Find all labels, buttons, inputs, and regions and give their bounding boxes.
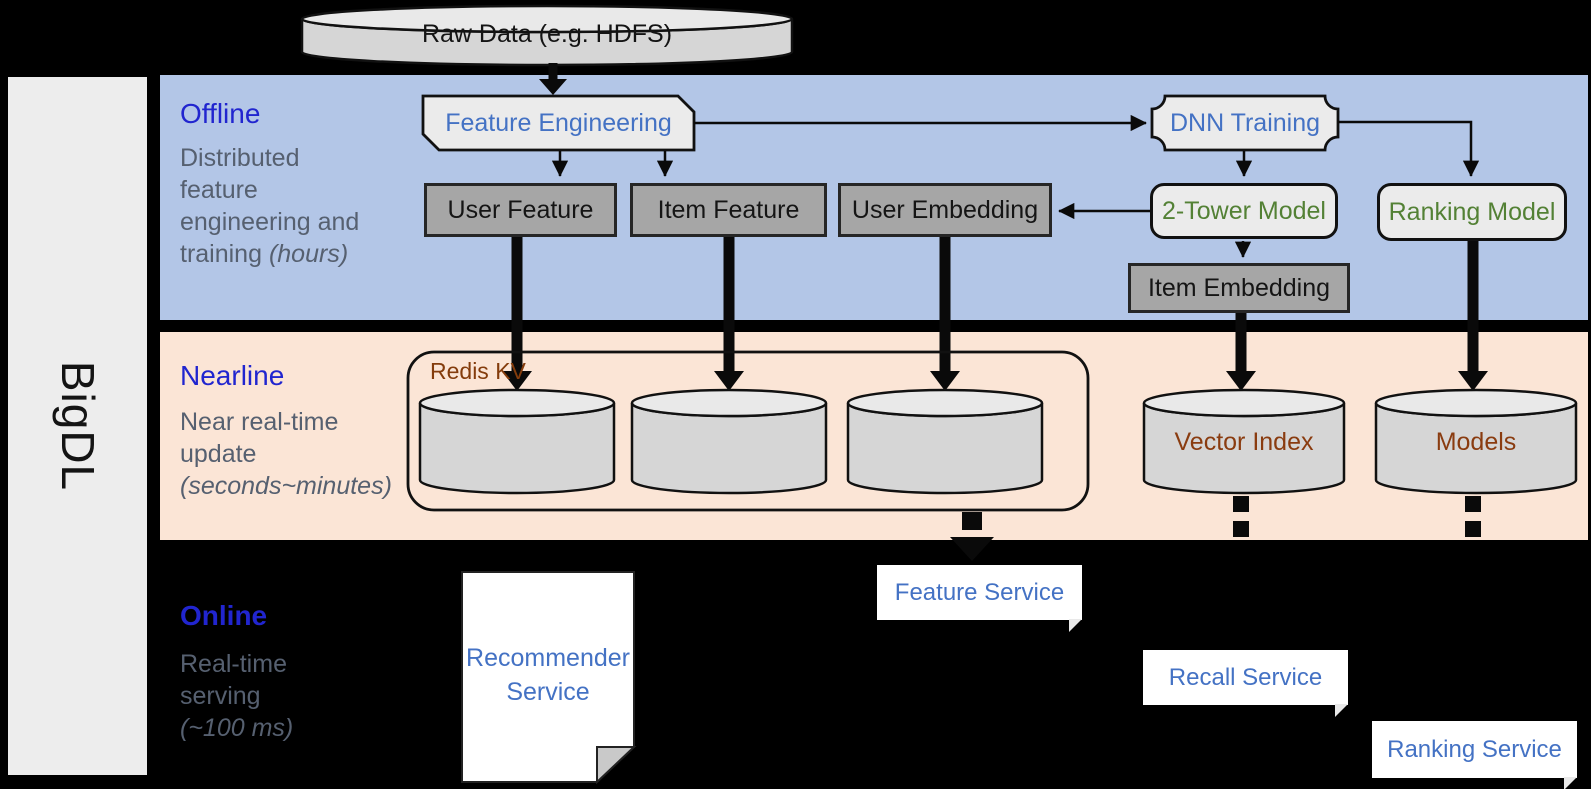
node-dnn-training: DNN Training [1169, 108, 1321, 137]
node-user-feature: User Feature [424, 183, 617, 237]
user-feature-label: User Feature [447, 195, 594, 224]
node-item-embedding: Item Embedding [1128, 263, 1350, 313]
offline-subtitle: Distributed feature engineering and trai… [180, 142, 380, 270]
nearline-subtitle: Near real-time update (seconds~minutes) [180, 406, 402, 502]
bigdl-sidebar: BigDL [8, 77, 147, 775]
page-fold-icon [1335, 704, 1348, 717]
node-item-feature: Item Feature [630, 183, 827, 237]
feature-service-box: Feature Service [877, 565, 1082, 632]
node-user-embedding: User Embedding [838, 183, 1052, 237]
ranking-service-box: Ranking Service [1372, 721, 1577, 789]
two-tower-model-label: 2-Tower Model [1162, 196, 1326, 225]
offline-subtitle-text: Distributed feature engineering and trai… [180, 144, 360, 268]
vector-index-label: Vector Index [1174, 427, 1314, 456]
offline-title: Offline [180, 98, 261, 129]
recall-service-box: Recall Service [1143, 650, 1348, 717]
online-subtitle-text: Real-time serving [180, 650, 287, 710]
nearline-title: Nearline [180, 360, 285, 391]
recall-service-label: Recall Service [1168, 663, 1323, 691]
nearline-subtitle-italic: (seconds~minutes) [180, 472, 392, 500]
node-ranking-model: Ranking Model [1377, 183, 1567, 241]
recommender-service-label: Recommender Service [466, 644, 630, 706]
node-feature-engineering: Feature Engineering [445, 108, 672, 137]
feature-service-label: Feature Service [894, 578, 1065, 606]
user-embedding-label: User Embedding [851, 195, 1039, 224]
nearline-subtitle-text: Near real-time update [180, 408, 339, 468]
ranking-model-label: Ranking Model [1388, 197, 1556, 226]
online-subtitle-italic: (~100 ms) [180, 714, 294, 742]
node-two-tower-model: 2-Tower Model [1150, 183, 1338, 239]
raw-data-label: Raw Data (e.g. HDFS) [421, 19, 673, 48]
online-title: Online [180, 600, 268, 631]
redis-kv-label: Redis KV [430, 358, 526, 384]
offline-subtitle-italic: (hours) [268, 240, 349, 268]
online-subtitle: Real-time serving (~100 ms) [180, 648, 320, 744]
page-fold-icon [1069, 619, 1082, 632]
item-feature-label: Item Feature [657, 195, 800, 224]
ranking-service-label: Ranking Service [1387, 735, 1562, 763]
item-embedding-label: Item Embedding [1147, 273, 1331, 302]
bigdl-logo-text: BigDL [51, 360, 104, 492]
page-fold-icon [1564, 777, 1577, 789]
models-label: Models [1435, 427, 1517, 456]
